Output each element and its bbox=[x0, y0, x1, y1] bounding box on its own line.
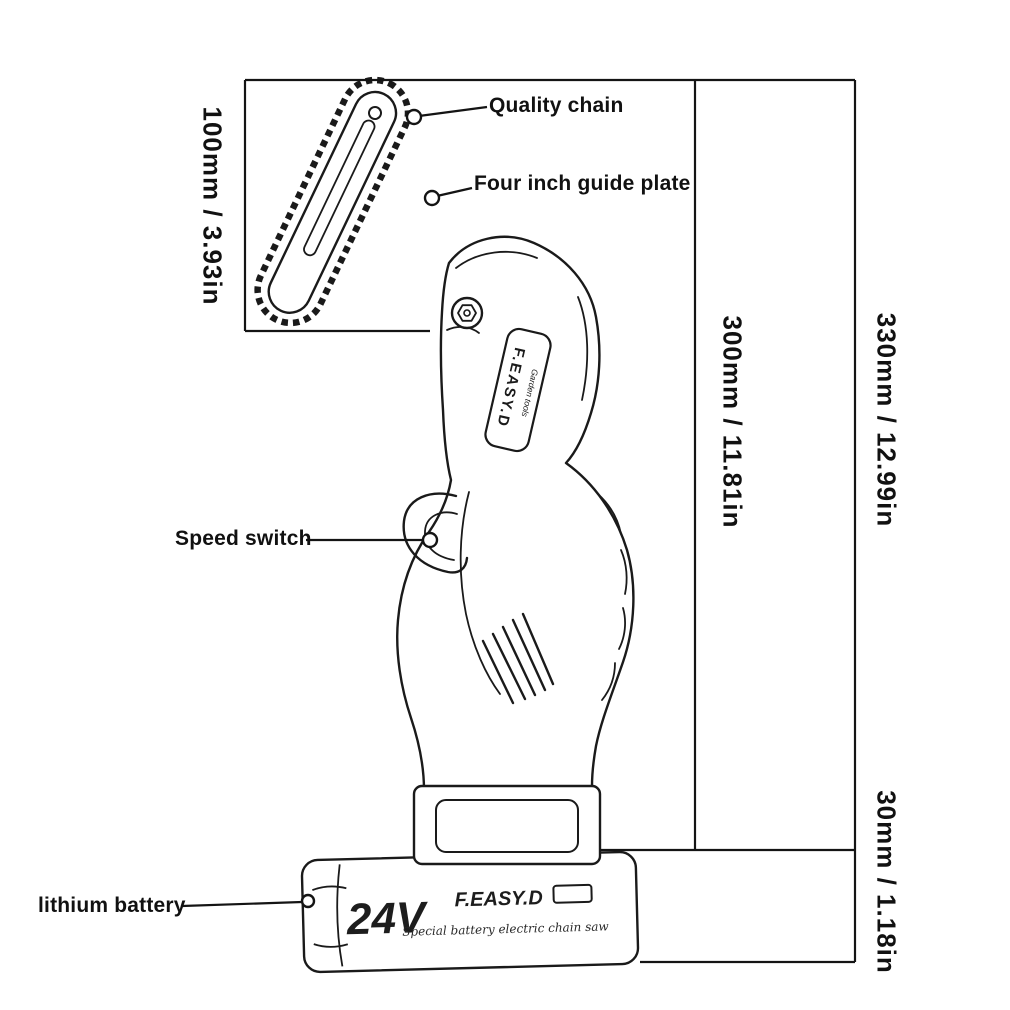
guide-plate-label: Four inch guide plate bbox=[474, 172, 691, 195]
leader-lines bbox=[181, 105, 488, 908]
battery-indicator-window bbox=[552, 883, 593, 904]
pointer-dot-guide-plate bbox=[423, 189, 441, 207]
guide-bar-slot bbox=[303, 119, 376, 257]
body-outline bbox=[396, 235, 635, 792]
pointer-dots bbox=[300, 108, 441, 909]
battery-brand-text: F.EASY.D bbox=[454, 887, 543, 911]
leader-guide-plate bbox=[436, 186, 473, 198]
quality-chain-label: Quality chain bbox=[489, 94, 624, 117]
brand-plate bbox=[484, 327, 552, 453]
dim-total-length-label: 330mm / 12.99in bbox=[871, 312, 902, 528]
bar-nose-rivet bbox=[368, 106, 382, 120]
battery-mount bbox=[412, 784, 602, 866]
battery-pack: 24V F.EASY.D Special battery electric ch… bbox=[300, 850, 640, 974]
pointer-dot-quality-chain bbox=[405, 108, 423, 126]
guide-bar-and-chain bbox=[254, 76, 412, 327]
leader-quality-chain bbox=[418, 105, 488, 118]
dim-bar-length-label: 100mm / 3.93in bbox=[197, 106, 228, 306]
battery-voltage-text: 24V bbox=[345, 893, 429, 944]
trigger-guard bbox=[402, 492, 469, 574]
body-contour-lines bbox=[446, 250, 628, 701]
chain bbox=[254, 76, 412, 327]
battery-tagline-text: Special battery electric chain saw bbox=[402, 919, 610, 938]
dim-body-length-label: 300mm / 11.81in bbox=[717, 315, 748, 529]
battery-end-cap-lines bbox=[312, 864, 349, 967]
leader-lithium-battery bbox=[181, 900, 303, 908]
saw-body bbox=[396, 235, 635, 792]
motor-vents bbox=[481, 612, 555, 705]
lithium-battery-label: lithium battery bbox=[38, 894, 186, 917]
sprocket-bolt bbox=[450, 296, 484, 330]
speed-switch-label: Speed switch bbox=[175, 527, 312, 550]
pointer-dot-lithium-battery bbox=[300, 893, 316, 909]
pointer-dot-speed-switch bbox=[421, 531, 439, 549]
dim-battery-height-label: 30mm / 1.18in bbox=[871, 790, 902, 974]
dimension-lines bbox=[243, 78, 857, 964]
guide-bar bbox=[267, 90, 398, 314]
